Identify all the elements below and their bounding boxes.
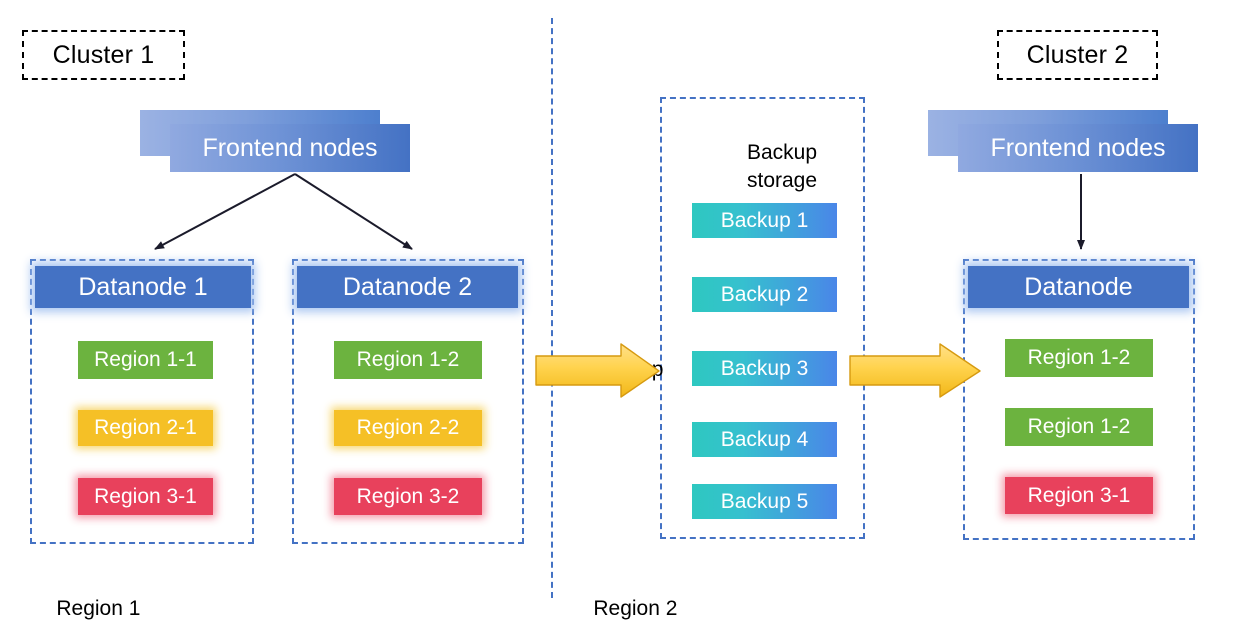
backup-item: Backup 2 — [692, 277, 837, 312]
backup-item-label: Backup 4 — [720, 427, 809, 451]
cluster1-tag: Cluster 1 — [22, 30, 185, 80]
arrow-frontend-to-datanode1 — [154, 173, 296, 250]
backup-storage-title-line1: Backup — [746, 140, 818, 164]
datanode2-header: Datanode 2 — [297, 266, 518, 308]
backup-item: Backup 1 — [692, 203, 837, 238]
cluster2-datanode-title: Datanode — [1024, 272, 1133, 301]
cluster1-datanode2-box: Datanode 2 Region 1-2 Region 2-2 Region … — [292, 259, 524, 544]
cluster2-frontend-label: Frontend nodes — [990, 133, 1166, 162]
cluster2-tag: Cluster 2 — [997, 30, 1158, 80]
region-chip-label: Region 1-2 — [356, 348, 460, 371]
region-chip: Region 1-2 — [1005, 339, 1153, 377]
backup-item-label: Backup 2 — [720, 282, 809, 306]
region-chip: Region 3-1 — [1005, 477, 1153, 514]
cluster1-frontend-nodes: Frontend nodes — [140, 110, 410, 172]
region-chip-label: Region 1-2 — [1027, 346, 1131, 369]
cluster1-frontend-label: Frontend nodes — [202, 133, 378, 162]
backup-item: Backup 3 — [692, 351, 837, 386]
region-chip: Region 2-2 — [334, 410, 482, 446]
datanode1-title: Datanode 1 — [78, 272, 208, 301]
backup-item-label: Backup 5 — [720, 489, 809, 513]
region-chip: Region 3-1 — [78, 478, 213, 515]
region-chip-label: Region 2-1 — [94, 416, 197, 439]
region-chip: Region 3-2 — [334, 478, 482, 515]
backup-storage-box: Backup storage Backup 1 Backup 2 Backup … — [660, 97, 865, 539]
cluster2-tag-label: Cluster 2 — [1026, 40, 1129, 69]
backup-storage-title-line2: storage — [746, 168, 818, 192]
region-chip: Region 2-1 — [78, 410, 213, 446]
region1-label: Region 1 — [56, 596, 141, 620]
frontend-card-front: Frontend nodes — [958, 124, 1198, 172]
arrow-frontend-to-datanode2 — [294, 173, 413, 250]
frontend-card-front: Frontend nodes — [170, 124, 410, 172]
backup-item: Backup 5 — [692, 484, 837, 519]
backup-item-label: Backup 3 — [720, 356, 809, 380]
cluster1-datanode1-box: Datanode 1 Region 1-1 Region 2-1 Region … — [30, 259, 254, 544]
region-chip: Region 1-2 — [1005, 408, 1153, 446]
cluster2-datanode-box: Datanode Region 1-2 Region 1-2 Region 3-… — [963, 259, 1195, 540]
cluster2-frontend-nodes: Frontend nodes — [928, 110, 1198, 172]
backup-flow-label: Backup — [593, 357, 664, 381]
region-chip-label: Region 1-1 — [94, 348, 197, 371]
cluster2-datanode-header: Datanode — [968, 266, 1189, 308]
restore-flow-label: Restore — [896, 357, 970, 381]
region-chip: Region 1-2 — [334, 341, 482, 379]
region2-label: Region 2 — [593, 596, 678, 620]
region-chip-label: Region 3-2 — [356, 484, 460, 508]
region-chip-label: Region 2-2 — [356, 416, 460, 439]
region-chip-label: Region 1-2 — [1027, 415, 1131, 438]
datanode2-title: Datanode 2 — [342, 272, 473, 301]
cluster1-tag-label: Cluster 1 — [52, 40, 155, 69]
region-chip-label: Region 3-1 — [94, 484, 197, 508]
region-chip: Region 1-1 — [78, 341, 213, 379]
datanode1-header: Datanode 1 — [35, 266, 251, 308]
backup-item: Backup 4 — [692, 422, 837, 457]
backup-item-label: Backup 1 — [720, 208, 809, 232]
region-chip-label: Region 3-1 — [1027, 483, 1131, 507]
region-divider — [551, 18, 553, 598]
